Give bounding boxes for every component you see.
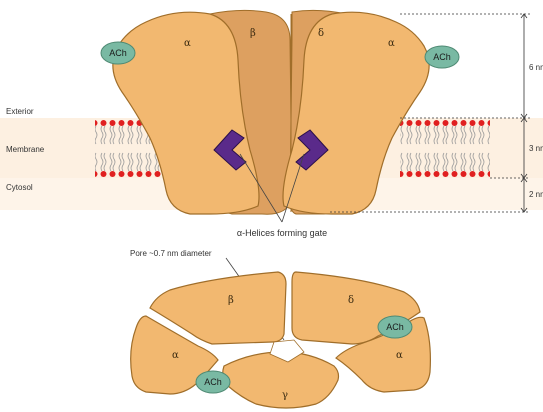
label-alpha-left-side: α <box>184 38 191 49</box>
subunit-gamma-top <box>223 352 339 408</box>
dimension-middle: 3 nm <box>529 144 543 153</box>
label-membrane: Membrane <box>6 145 45 154</box>
ach-bottom-top-label: ACh <box>204 377 222 387</box>
dimension-top: 6 nm <box>529 63 543 72</box>
dimension-bottom: 2 nm <box>529 190 543 199</box>
ach-right-top-label: ACh <box>386 322 404 332</box>
helices-label: α-Helices forming gate <box>237 228 327 238</box>
ach-right-label: ACh <box>433 52 451 62</box>
pore-label: Pore ~0.7 nm diameter <box>130 249 212 258</box>
label-beta-side: β <box>250 28 256 39</box>
lipid-bilayer-right <box>400 118 490 178</box>
label-gamma-top: γ <box>282 390 288 401</box>
label-alpha-right-side: α <box>388 38 395 49</box>
label-beta-top: β <box>228 295 234 306</box>
label-delta-top: δ <box>348 295 354 306</box>
label-delta-side: δ <box>318 28 324 39</box>
label-alpha-right-top: α <box>396 350 403 361</box>
label-cytosol: Cytosol <box>6 183 33 192</box>
label-exterior: Exterior <box>6 107 34 116</box>
ach-left-label: ACh <box>109 48 127 58</box>
label-alpha-left-top: α <box>172 350 179 361</box>
pentamer-top-view <box>131 272 431 408</box>
